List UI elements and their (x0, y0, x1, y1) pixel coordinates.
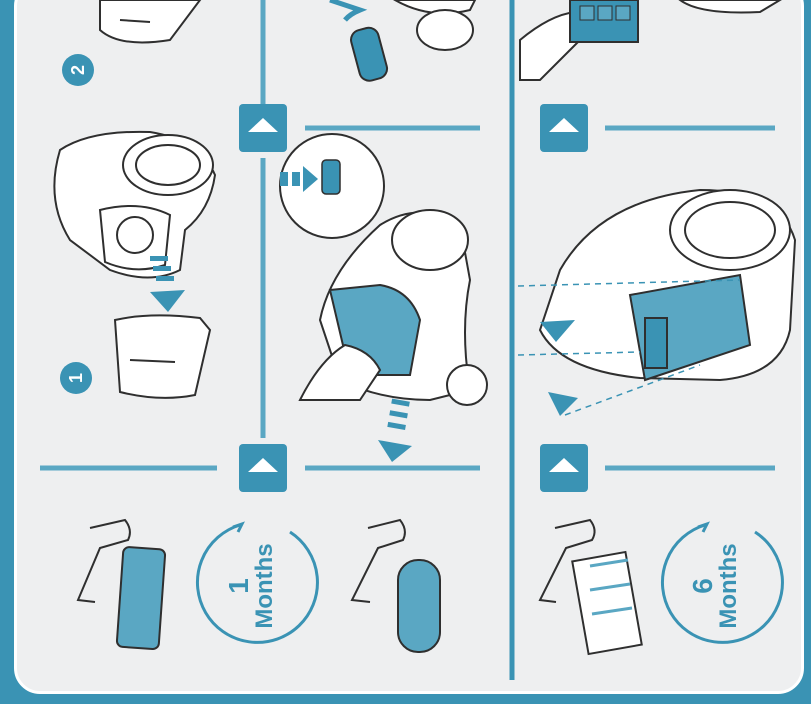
up-arrow-badge (540, 444, 588, 492)
svg-text:1: 1 (66, 373, 86, 383)
filter-illustration (78, 520, 165, 649)
svg-text:6: 6 (687, 578, 718, 594)
filter-illustration (330, 0, 475, 83)
svg-text:1: 1 (223, 578, 254, 594)
filter-illustration (540, 520, 642, 654)
step-badge-2: 2 (62, 54, 94, 86)
step-badge-1: 1 (60, 362, 92, 394)
interval-circle-6: 6 Months (662, 524, 782, 642)
filter-illustration (352, 520, 440, 652)
dustbin-illustration (115, 315, 210, 397)
svg-text:2: 2 (68, 65, 88, 75)
up-arrow-badge (239, 104, 287, 152)
svg-text:Months: Months (251, 543, 278, 628)
dustbin-illustration (100, 0, 200, 42)
up-arrow-badge (540, 104, 588, 152)
up-arrow-badge (239, 444, 287, 492)
vacuum-illustration (300, 210, 487, 405)
svg-text:Months: Months (715, 543, 742, 628)
interval-circle-1: 1 Months (197, 524, 317, 642)
filter-illustration (520, 0, 780, 80)
arrow-icon (378, 399, 412, 462)
vacuum-illustration (54, 132, 215, 278)
detail-callout (280, 134, 384, 238)
